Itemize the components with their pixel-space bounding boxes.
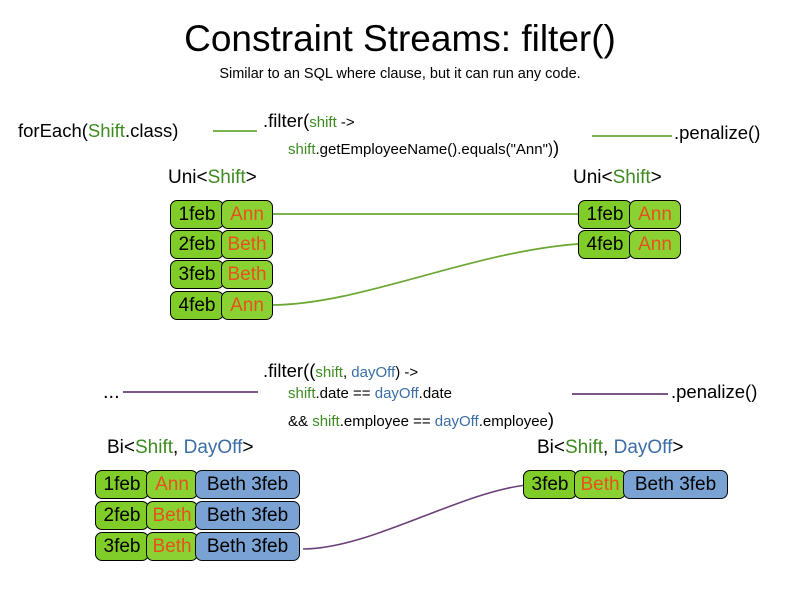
shift-employee-cell: Ann xyxy=(221,291,273,320)
uni-source-prefix: forEach( xyxy=(18,120,88,141)
uni-output-label-prefix: Uni< xyxy=(573,167,613,188)
uni-filter-param: shift xyxy=(309,114,337,131)
shift-date-cell: 3feb xyxy=(523,470,577,499)
table-row[interactable]: 3feb Beth Beth 3feb xyxy=(523,470,728,499)
bi-output-label-type1: Shift xyxy=(565,437,604,458)
uni-input-label-suffix: > xyxy=(245,167,257,188)
bi-input-label-suffix: > xyxy=(242,437,254,458)
bi-filter-arrow: ) -> xyxy=(395,364,419,381)
shift-employee-cell: Ann xyxy=(629,230,681,259)
bi-filter-param2: dayOff xyxy=(351,364,396,381)
bi-filter-call: .filter(( xyxy=(263,360,316,381)
table-row[interactable]: 1feb Ann xyxy=(578,200,681,229)
bi-filter-condition-2: && shift.employee == dayOff.employee) xyxy=(288,409,554,431)
uni-output-label-suffix: > xyxy=(650,167,662,188)
table-row[interactable]: 2feb Beth xyxy=(170,230,273,259)
shift-date-cell: 1feb xyxy=(95,470,149,499)
table-row[interactable]: 4feb Ann xyxy=(578,230,681,259)
table-row[interactable]: 3feb Beth Beth 3feb xyxy=(95,532,300,561)
shift-employee-cell: Beth xyxy=(146,532,198,561)
bi-output-label-type2: DayOff xyxy=(613,437,673,458)
shift-employee-cell: Beth xyxy=(221,260,273,289)
bi-input-label-type1: Shift xyxy=(135,437,174,458)
table-row[interactable]: 1feb Ann xyxy=(170,200,273,229)
uni-filter-body-rest: .getEmployeeName().equals("Ann") xyxy=(315,141,553,158)
shift-date-cell: 2feb xyxy=(170,230,224,259)
bi-cond2-var2: dayOff xyxy=(434,413,479,430)
uni-input-label: Uni<Shift> xyxy=(168,167,257,189)
shift-employee-cell: Ann xyxy=(221,200,273,229)
table-row[interactable]: 1feb Ann Beth 3feb xyxy=(95,470,300,499)
bi-input-label-prefix: Bi< xyxy=(107,437,135,458)
dayoff-cell: Beth 3feb xyxy=(623,470,728,499)
bi-cond1-var1: shift xyxy=(288,385,316,402)
shift-employee-cell: Ann xyxy=(629,200,681,229)
bi-cond1-end: .date xyxy=(418,385,453,402)
table-row[interactable]: 4feb Ann xyxy=(170,291,273,320)
table-row[interactable]: 3feb Beth xyxy=(170,260,273,289)
wire-uni-row4 xyxy=(270,243,579,306)
bi-filter-condition-1: shift.date == dayOff.date xyxy=(288,385,452,402)
page-title: Constraint Streams: filter() xyxy=(184,18,616,59)
shift-date-cell: 3feb xyxy=(95,532,149,561)
uni-filter-close-paren: ) xyxy=(552,137,560,158)
shift-date-cell: 4feb xyxy=(578,230,632,259)
bi-cond2-end: .employee xyxy=(478,413,548,430)
shift-employee-cell: Ann xyxy=(146,470,198,499)
uni-input-label-type: Shift xyxy=(207,167,246,188)
bi-input-label-comma: , xyxy=(173,437,184,458)
bi-input-label-type2: DayOff xyxy=(183,437,243,458)
bi-filter-param1: shift xyxy=(315,364,343,381)
uni-filter-head: .filter(shift -> xyxy=(263,110,355,132)
uni-source-type: Shift xyxy=(87,120,125,141)
table-row[interactable]: 2feb Beth Beth 3feb xyxy=(95,501,300,530)
uni-filter-body: shift.getEmployeeName().equals("Ann")) xyxy=(288,137,559,159)
bi-input-label: Bi<Shift, DayOff> xyxy=(107,437,253,459)
dayoff-cell: Beth 3feb xyxy=(195,501,300,530)
shift-employee-cell: Beth xyxy=(574,470,626,499)
page-subtitle: Similar to an SQL where clause, but it c… xyxy=(219,66,581,82)
uni-output-label-type: Shift xyxy=(612,167,651,188)
uni-input-label-prefix: Uni< xyxy=(168,167,208,188)
uni-terminal-expression: .penalize() xyxy=(674,122,761,143)
uni-source-expression: forEach(Shift.class) xyxy=(18,120,178,142)
uni-filter-body-var: shift xyxy=(288,141,316,158)
dayoff-cell: Beth 3feb xyxy=(195,532,300,561)
bi-cond2-var1: shift xyxy=(312,413,340,430)
dayoff-cell: Beth 3feb xyxy=(195,470,300,499)
bi-terminal-expression: .penalize() xyxy=(671,381,758,402)
bi-filter-close-paren: ) xyxy=(547,409,555,430)
shift-date-cell: 1feb xyxy=(170,200,224,229)
wire-bi-row3 xyxy=(302,484,528,550)
bi-output-label-prefix: Bi< xyxy=(537,437,565,458)
bi-output-label-suffix: > xyxy=(672,437,684,458)
bi-cond1-var2: dayOff xyxy=(374,385,419,402)
shift-date-cell: 2feb xyxy=(95,501,149,530)
bi-filter-head: .filter((shift, dayOff) -> xyxy=(263,360,418,382)
bi-output-label-comma: , xyxy=(603,437,614,458)
uni-source-suffix: .class) xyxy=(124,120,179,141)
bi-cond2-op: && xyxy=(288,413,313,430)
uni-output-label: Uni<Shift> xyxy=(573,167,662,189)
bi-filter-comma: , xyxy=(342,364,352,381)
shift-date-cell: 3feb xyxy=(170,260,224,289)
bi-output-label: Bi<Shift, DayOff> xyxy=(537,437,683,459)
uni-filter-call: .filter( xyxy=(263,110,310,131)
uni-filter-arrow: -> xyxy=(336,114,355,131)
shift-employee-cell: Beth xyxy=(221,230,273,259)
shift-employee-cell: Beth xyxy=(146,501,198,530)
bi-cond2-mid: .employee == xyxy=(339,413,435,430)
shift-date-cell: 1feb xyxy=(578,200,632,229)
bi-cond1-mid: .date == xyxy=(315,385,375,402)
bi-source-ellipsis: ... xyxy=(103,381,120,403)
shift-date-cell: 4feb xyxy=(170,291,224,320)
